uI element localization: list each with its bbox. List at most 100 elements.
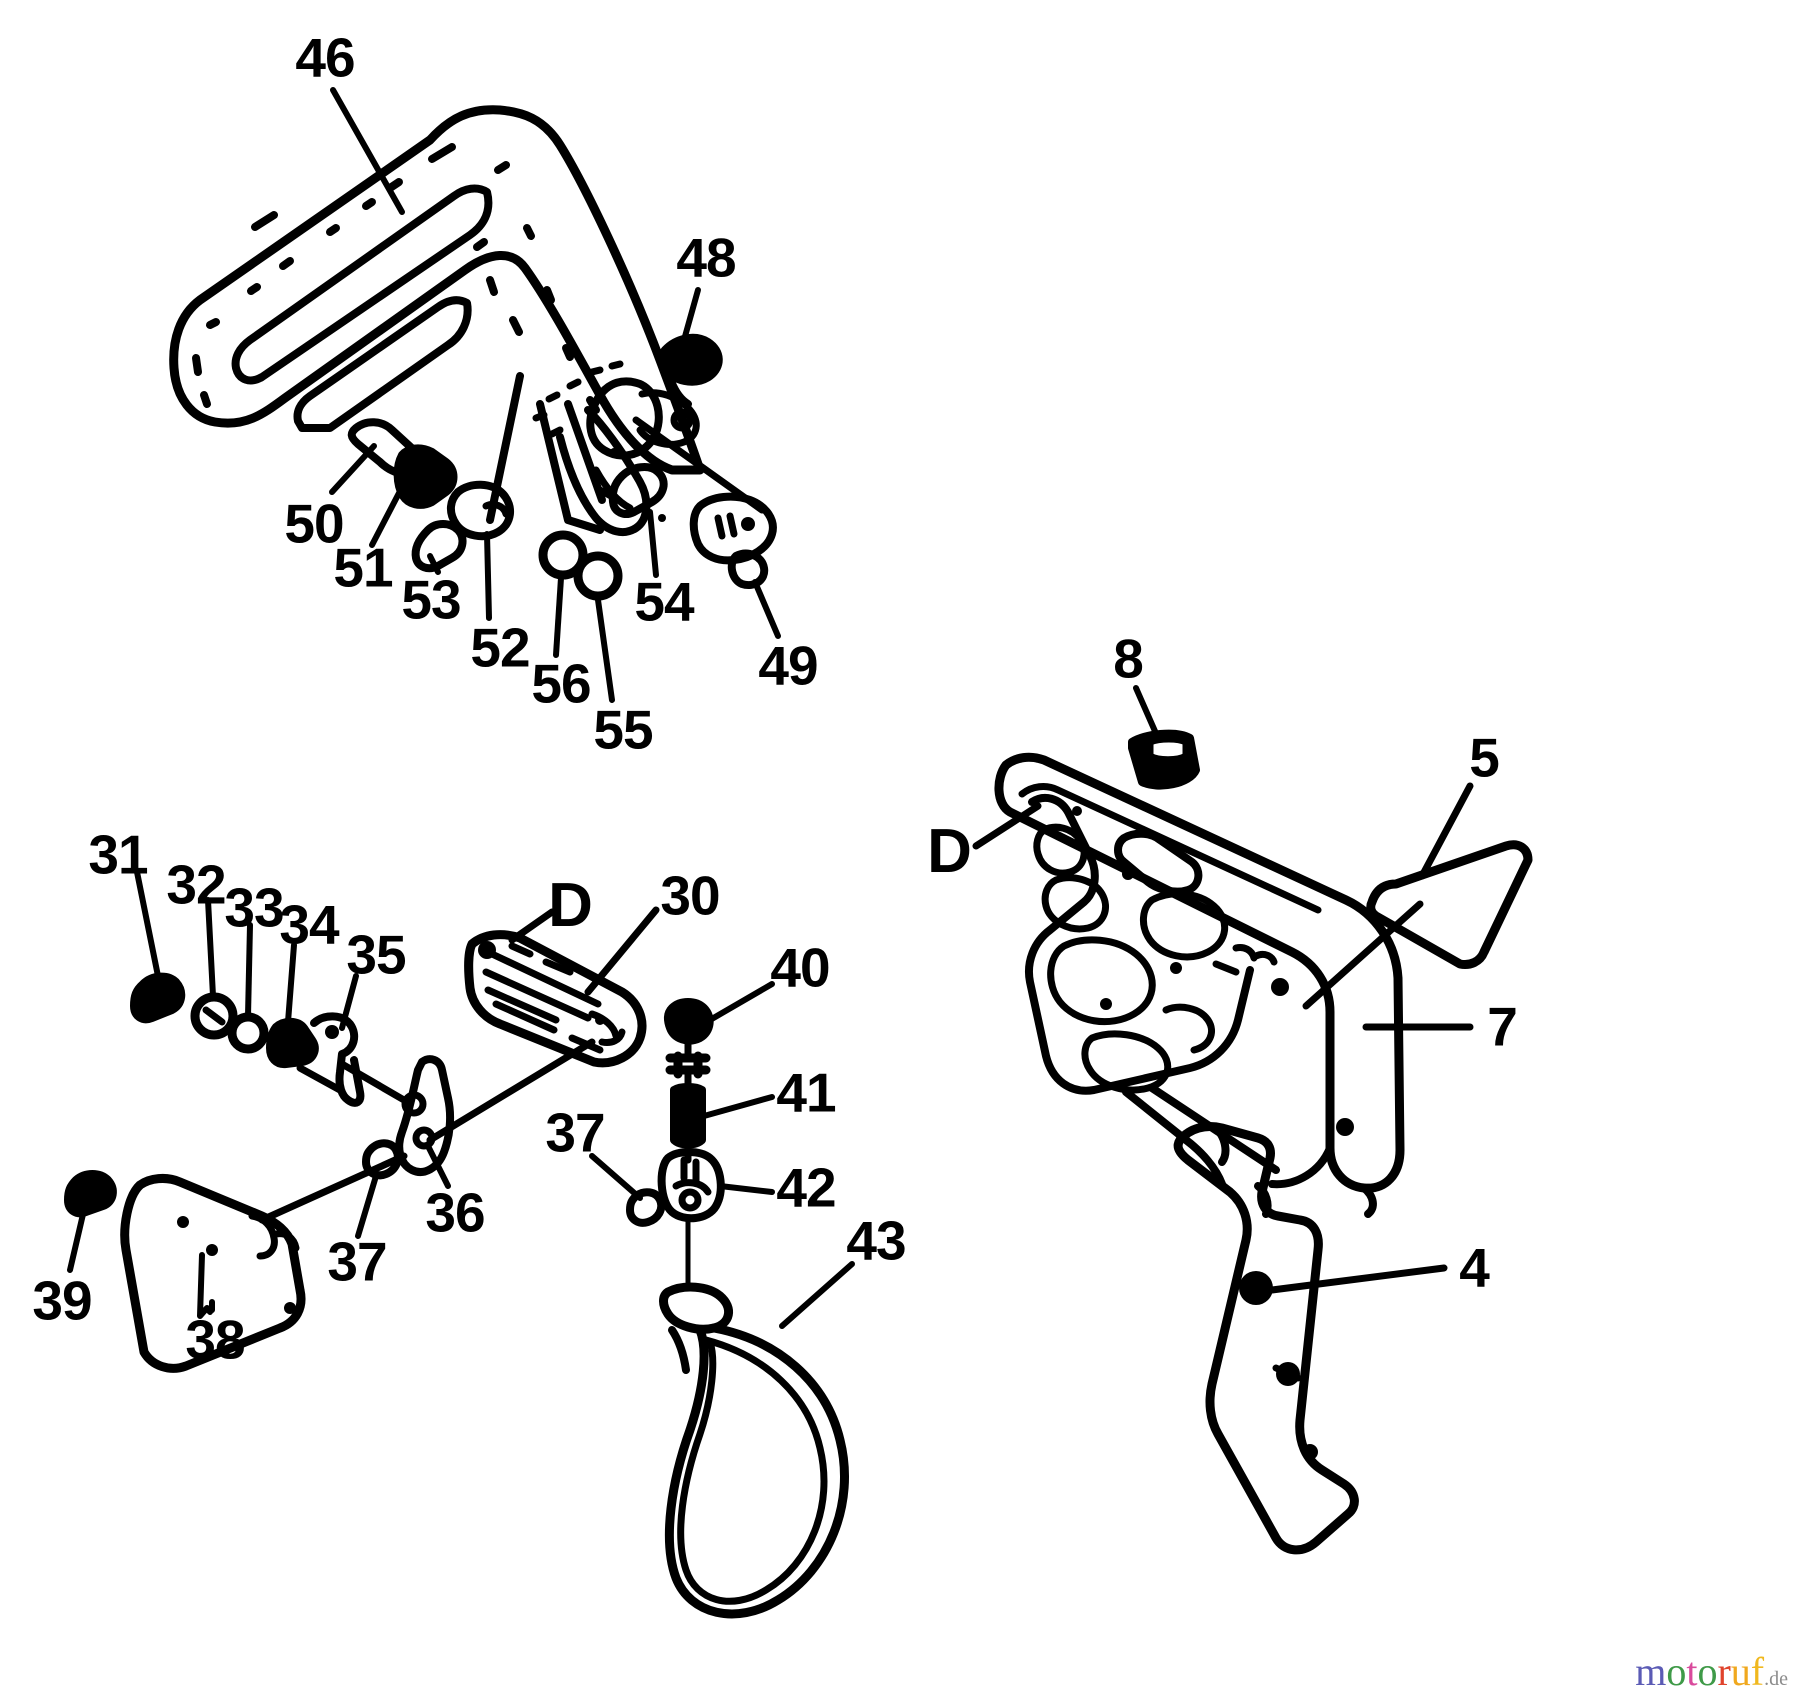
leader-36b bbox=[426, 1038, 596, 1144]
callout-49: 49 bbox=[758, 634, 818, 697]
callout-38: 38 bbox=[185, 1308, 245, 1371]
leader-5b bbox=[1302, 900, 1424, 1010]
leader-5 bbox=[1418, 782, 1474, 880]
callout-d-left: D bbox=[548, 871, 593, 940]
leader-46 bbox=[330, 87, 405, 215]
part-32-lock-washer bbox=[190, 992, 238, 1040]
callout-42: 42 bbox=[776, 1156, 836, 1219]
part-31-screw bbox=[130, 972, 186, 1024]
leader-36 bbox=[425, 1143, 451, 1189]
wm-letter-o2: o bbox=[1697, 1649, 1718, 1694]
part-43-brake-band bbox=[659, 1282, 849, 1619]
part-52-spacer bbox=[447, 480, 514, 541]
leader-49b bbox=[632, 416, 766, 514]
part-5-decal-plate bbox=[1366, 840, 1533, 969]
leader-40 bbox=[707, 981, 775, 1023]
callout-35: 35 bbox=[346, 923, 406, 986]
leader-33 bbox=[245, 922, 253, 1019]
part-37-pin-right bbox=[626, 1188, 666, 1227]
part-56-washer bbox=[538, 530, 588, 580]
part-53-pin bbox=[411, 520, 467, 573]
callout-50: 50 bbox=[284, 492, 344, 555]
leader-8 bbox=[1133, 685, 1161, 741]
callout-39: 39 bbox=[32, 1269, 92, 1332]
leader-39 bbox=[67, 1207, 87, 1273]
callout-34: 34 bbox=[279, 893, 339, 956]
leader-49 bbox=[752, 579, 781, 639]
leader-48 bbox=[681, 287, 701, 343]
callout-36: 36 bbox=[425, 1181, 485, 1244]
wm-letter-u: u bbox=[1730, 1649, 1751, 1694]
leader-41 bbox=[701, 1094, 775, 1119]
right-brake-body-detail bbox=[1025, 793, 1280, 1188]
leader-43 bbox=[779, 1261, 855, 1329]
callout-5: 5 bbox=[1469, 726, 1500, 789]
part-4-rear-handle-cover bbox=[1173, 1122, 1359, 1555]
callout-48: 48 bbox=[676, 226, 736, 289]
callout-43: 43 bbox=[846, 1209, 906, 1272]
leader-54 bbox=[647, 509, 659, 578]
part-8-cap bbox=[1128, 729, 1200, 790]
callout-30: 30 bbox=[660, 864, 720, 927]
wm-letter-f: f bbox=[1750, 1649, 1765, 1694]
part-36-lever bbox=[338, 1055, 455, 1176]
part-7-hand-guard bbox=[994, 752, 1405, 1218]
callout-54: 54 bbox=[634, 570, 694, 633]
callout-37-right: 37 bbox=[545, 1101, 605, 1164]
callout-31: 31 bbox=[88, 823, 148, 886]
callout-46: 46 bbox=[295, 26, 355, 89]
leader-51 bbox=[369, 465, 415, 548]
callout-51: 51 bbox=[333, 536, 393, 599]
part-33-washer bbox=[227, 1012, 269, 1054]
handle-mount-boss bbox=[486, 360, 700, 537]
callout-4: 4 bbox=[1459, 1236, 1490, 1299]
part-51-bushing bbox=[393, 444, 458, 509]
callout-55: 55 bbox=[593, 698, 653, 761]
leader-55 bbox=[595, 597, 615, 703]
callout-32: 32 bbox=[166, 853, 226, 916]
leader-38 bbox=[197, 1252, 213, 1319]
wm-letter-r: r bbox=[1717, 1649, 1731, 1694]
leader-4 bbox=[1268, 1264, 1448, 1294]
part-42-anchor-block bbox=[657, 1148, 725, 1223]
leader-37-right bbox=[589, 1153, 643, 1201]
callout-40: 40 bbox=[770, 936, 830, 999]
callout-41: 41 bbox=[776, 1061, 836, 1124]
part-41-spring bbox=[665, 1038, 711, 1164]
leader-D-left bbox=[508, 908, 556, 944]
leader-35 bbox=[339, 973, 359, 1031]
part-34-bushing bbox=[266, 1017, 319, 1069]
leader-56 bbox=[553, 575, 564, 658]
part-46-front-handle-bar bbox=[169, 105, 705, 475]
leader-52 bbox=[484, 531, 492, 621]
callout-8: 8 bbox=[1113, 627, 1144, 690]
part-48-screw bbox=[657, 333, 723, 408]
leader-53 bbox=[427, 553, 441, 575]
leader-32 bbox=[205, 897, 216, 999]
leader-D-right bbox=[972, 802, 1042, 850]
part-55-washer bbox=[573, 551, 623, 601]
wm-letter-o1: o bbox=[1666, 1649, 1687, 1694]
callout-d-right: D bbox=[927, 817, 972, 886]
callout-52: 52 bbox=[470, 616, 530, 679]
wm-letter-m: m bbox=[1635, 1649, 1667, 1694]
part-39-screw bbox=[64, 1170, 117, 1218]
part-40-nut bbox=[663, 998, 714, 1045]
wm-letter-t: t bbox=[1686, 1649, 1698, 1694]
leader-34 bbox=[285, 942, 297, 1025]
leader-50 bbox=[329, 443, 377, 495]
callout-37-left: 37 bbox=[327, 1230, 387, 1293]
callout-56: 56 bbox=[531, 652, 591, 715]
part-37-pin-left bbox=[362, 1139, 402, 1180]
part-38-side-cover-plate bbox=[120, 1152, 408, 1373]
callout-53: 53 bbox=[401, 568, 461, 631]
wm-suffix-de: .de bbox=[1764, 1668, 1788, 1690]
leader-31 bbox=[134, 869, 163, 989]
part-54-roll-pin bbox=[608, 463, 668, 518]
callout-7: 7 bbox=[1487, 995, 1518, 1058]
leader-30 bbox=[584, 906, 660, 996]
leader-42 bbox=[717, 1183, 775, 1195]
leader-37-left bbox=[355, 1173, 379, 1239]
callout-33: 33 bbox=[224, 876, 284, 939]
